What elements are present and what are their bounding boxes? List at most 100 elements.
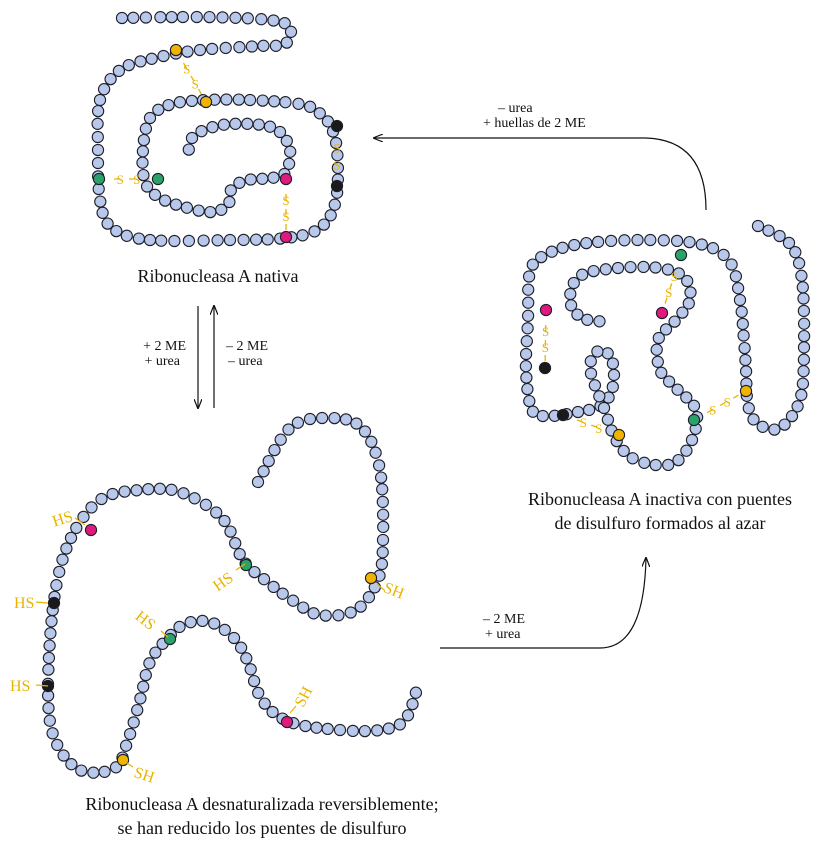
amino-acid-residue: [230, 118, 241, 129]
amino-acid-residue: [740, 354, 751, 365]
cysteine-residue: [365, 572, 376, 583]
amino-acid-residue: [96, 493, 107, 504]
amino-acid-residue: [205, 207, 216, 218]
amino-acid-residue: [186, 132, 197, 143]
cysteine-residue: [539, 362, 550, 373]
amino-acid-residue: [123, 60, 134, 71]
amino-acid-residue: [143, 484, 154, 495]
amino-acid-residue: [46, 616, 57, 627]
amino-acid-residue: [264, 121, 275, 132]
disulfide-bond: [662, 255, 681, 313]
amino-acid-residue: [798, 366, 809, 377]
amino-acid-residue: [407, 699, 418, 710]
amino-acid-residue: [65, 532, 76, 543]
amino-acid-residue: [209, 618, 220, 629]
native-caption: Ribonucleasa A nativa: [138, 266, 299, 286]
amino-acid-residue: [47, 728, 58, 739]
amino-acid-residue: [251, 234, 262, 245]
amino-acid-residue: [317, 412, 328, 423]
amino-acid-residue: [779, 419, 790, 430]
amino-acid-residue: [394, 719, 405, 730]
amino-acid-residue: [183, 144, 194, 155]
amino-acid-residue: [94, 94, 105, 105]
amino-acid-residue: [288, 595, 299, 606]
amino-acid-residue: [292, 417, 303, 428]
amino-acid-residue: [333, 610, 344, 621]
amino-acid-residue: [246, 41, 257, 52]
amino-acid-residue: [242, 13, 253, 24]
amino-acid-residue: [743, 403, 754, 414]
cysteine-residue: [152, 173, 163, 184]
cysteine-residue: [331, 180, 342, 191]
amino-acid-residue: [521, 348, 532, 359]
amino-acid-residue: [377, 496, 388, 507]
amino-acid-residue: [733, 283, 744, 294]
amino-acid-residue: [245, 174, 256, 185]
amino-acid-residue: [366, 436, 377, 447]
amino-acid-residue: [44, 715, 55, 726]
cysteine-residue: [613, 429, 624, 440]
amino-acid-residue: [608, 369, 619, 380]
amino-acid-residue: [741, 366, 752, 377]
amino-acid-residue: [585, 356, 596, 367]
amino-acid-residue: [234, 549, 245, 560]
amino-acid-residue: [376, 558, 387, 569]
amino-acid-residue: [125, 728, 136, 739]
amino-acid-residue: [797, 282, 808, 293]
sulfur-atom-label: S: [580, 415, 587, 430]
amino-acid-residue: [269, 445, 280, 456]
amino-acid-residue: [757, 421, 768, 432]
amino-acid-residue: [584, 404, 595, 415]
amino-acid-residue: [374, 460, 385, 471]
amino-acid-residue: [170, 199, 181, 210]
amino-acid-residue: [211, 507, 222, 518]
amino-acid-residue: [66, 759, 77, 770]
amino-acid-residue: [523, 310, 534, 321]
amino-acid-residue: [739, 343, 750, 354]
amino-acid-residue: [158, 50, 169, 61]
amino-acid-residue: [43, 652, 54, 663]
amino-acid-residue: [225, 526, 236, 537]
amino-acid-residue: [602, 414, 613, 425]
amino-acid-residue: [270, 40, 281, 51]
amino-acid-residue: [663, 459, 674, 470]
inactive-caption-line2: de disulfuro formados al azar: [555, 513, 766, 533]
amino-acid-residue: [351, 418, 362, 429]
amino-acid-residue: [598, 402, 609, 413]
amino-acid-residue: [521, 336, 532, 347]
cysteine-residue: [540, 304, 551, 315]
amino-acid-residue: [233, 94, 244, 105]
amino-acid-residue: [737, 318, 748, 329]
amino-acid-residue: [166, 12, 177, 23]
amino-acid-residue: [730, 271, 741, 282]
amino-acid-residue: [799, 331, 810, 342]
amino-acid-residue: [262, 234, 273, 245]
amino-acid-residue: [183, 235, 194, 246]
amino-acid-residue: [138, 681, 149, 692]
amino-acid-residue: [606, 235, 617, 246]
amino-acid-residue: [410, 687, 421, 698]
amino-acid-residue: [311, 722, 322, 733]
amino-acid-residue: [252, 476, 263, 487]
amino-acid-residue: [133, 233, 144, 244]
amino-acid-residue: [285, 146, 296, 157]
amino-acid-residue: [738, 330, 749, 341]
amino-acid-residue: [686, 434, 697, 445]
amino-acid-residue: [51, 580, 62, 591]
amino-acid-residue: [119, 486, 130, 497]
cysteine-residue: [688, 414, 699, 425]
amino-acid-residue: [135, 693, 146, 704]
amino-acid-residue: [174, 621, 185, 632]
amino-acid-residue: [194, 44, 205, 55]
amino-acid-residue: [796, 389, 807, 400]
amino-acid-residue: [383, 723, 394, 734]
amino-acid-residue: [546, 246, 557, 257]
amino-acid-residue: [304, 413, 315, 424]
amino-acid-residue: [607, 358, 618, 369]
amino-acid-residue: [185, 617, 196, 628]
amino-acid-residue: [146, 53, 157, 64]
reoxidation-arrow: [440, 558, 646, 648]
amino-acid-residue: [95, 196, 106, 207]
thiol-5: HS: [210, 564, 245, 595]
sulfur-atom-label: S: [183, 62, 190, 77]
